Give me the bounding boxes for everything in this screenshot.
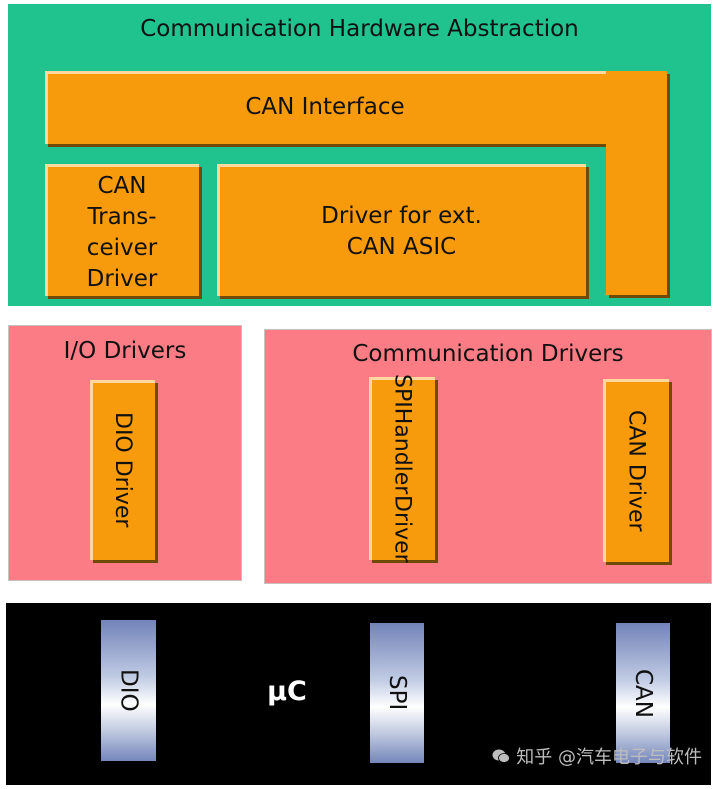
can-driver-label: CAN Driver (623, 409, 649, 532)
microcontroller-label: µC (267, 676, 307, 707)
watermark-text: 知乎 @汽车电子与软件 (516, 747, 702, 768)
watermark: 知乎 @汽车电子与软件 (492, 743, 702, 769)
dio-driver-label: DIO Driver (110, 412, 135, 528)
wechat-icon (492, 749, 511, 763)
can-transceiver-driver-label: CAN Trans- ceiver Driver (86, 173, 158, 292)
can-transceiver-driver-module (45, 164, 199, 296)
can-interface-module-leg (606, 71, 667, 295)
io-drivers-title: I/O Drivers (63, 338, 187, 364)
can-asic-driver-label: Driver for ext. CAN ASIC (321, 203, 482, 260)
hw-abstraction-title: Communication Hardware Abstraction (140, 16, 579, 42)
can-asic-driver-module (217, 164, 586, 296)
communication-drivers-title: Communication Drivers (352, 341, 624, 367)
can-driver-module (603, 379, 669, 562)
can-interface-label: CAN Interface (245, 94, 405, 120)
dio-peripheral: DIO (101, 620, 156, 761)
can-peripheral: CAN (616, 623, 670, 763)
can-interface-module (45, 71, 667, 144)
spi-handler-driver-module (369, 377, 435, 560)
spi-peripheral: SPI (370, 623, 424, 763)
dio-driver-module (90, 380, 155, 560)
can-interface-joint (606, 141, 664, 151)
